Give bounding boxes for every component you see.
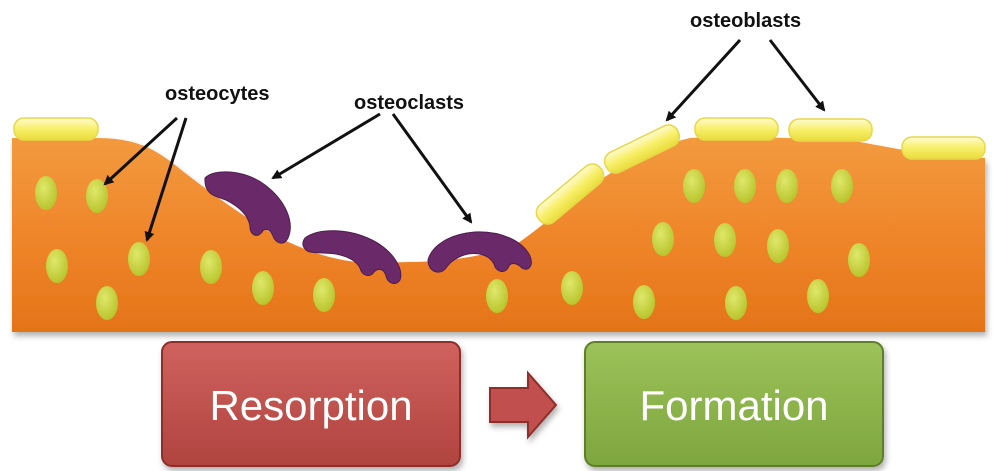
osteocyte: [96, 286, 118, 320]
arrow-osteoblasts-1: [667, 40, 740, 120]
label-osteocytes: osteocytes: [165, 83, 270, 105]
osteocyte: [252, 271, 274, 305]
osteoblast: [789, 119, 872, 141]
osteoblast: [14, 118, 98, 140]
osteocyte: [683, 169, 705, 203]
osteocyte: [725, 286, 747, 320]
osteocyte: [807, 279, 829, 313]
osteocyte: [86, 179, 108, 213]
osteocyte: [848, 243, 870, 277]
osteocyte: [776, 169, 798, 203]
osteocyte: [734, 169, 756, 203]
osteocyte: [714, 223, 736, 257]
osteocyte: [633, 285, 655, 319]
osteocyte: [561, 271, 583, 305]
resorption-label: Resorption: [209, 382, 412, 429]
osteoblast: [695, 118, 778, 140]
arrow-osteoclasts-2: [393, 114, 471, 222]
osteocyte: [46, 249, 68, 283]
osteocyte: [313, 278, 335, 312]
osteocyte: [831, 169, 853, 203]
osteocyte: [35, 176, 57, 210]
label-osteoclasts: osteoclasts: [354, 92, 464, 114]
osteocyte: [767, 229, 789, 263]
process-arrow: [490, 373, 556, 437]
formation-label: Formation: [639, 382, 828, 429]
osteocyte: [652, 222, 674, 256]
label-osteoblasts: osteoblasts: [690, 10, 801, 32]
arrow-osteoblasts-2: [770, 40, 824, 110]
osteocyte: [486, 279, 508, 313]
osteoblast: [902, 137, 985, 159]
osteocyte: [128, 242, 150, 276]
osteocyte: [200, 250, 222, 284]
arrow-osteoclasts-1: [273, 114, 380, 178]
